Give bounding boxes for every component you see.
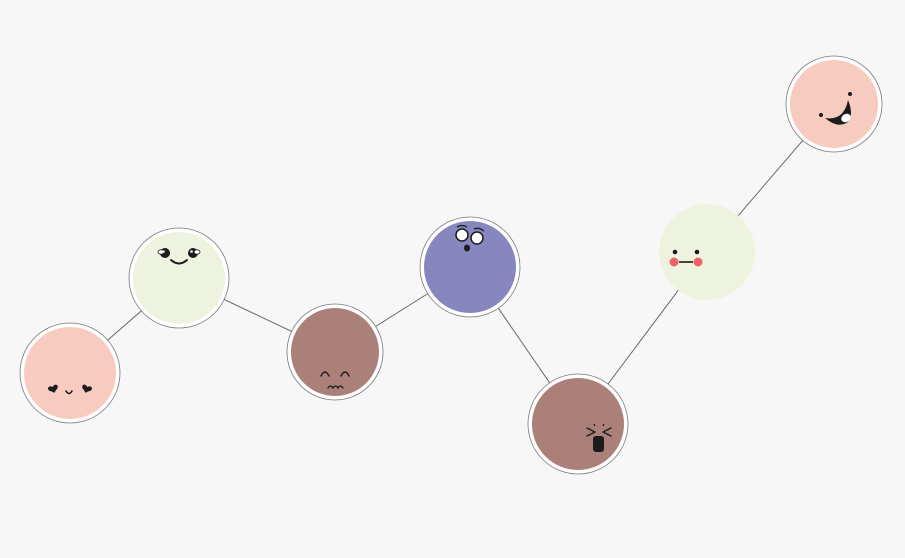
dot-eye: [848, 92, 852, 96]
laughing-face-icon: [819, 92, 852, 125]
node-face: [659, 204, 755, 300]
dot-eye: [694, 249, 700, 255]
heart-eye-icon: [48, 384, 58, 393]
emoji-node-sad[interactable]: [286, 303, 384, 401]
squint-eye: [320, 371, 330, 377]
heart-eye-icon: [82, 384, 92, 393]
dot-eye: [672, 249, 678, 255]
blushing-face-icon: [669, 249, 703, 267]
smile-mouth: [65, 390, 73, 395]
smile-mouth: [170, 259, 188, 265]
squint-eye: [340, 371, 350, 377]
squeezed-eye: [586, 427, 596, 437]
open-mouth: [464, 244, 470, 252]
node-face: [424, 221, 516, 313]
tear-line: [593, 423, 596, 427]
emoji-node-surprised[interactable]: [419, 216, 521, 318]
node-face: [532, 378, 624, 470]
blush-cheek: [669, 257, 679, 267]
emoji-nodes: [19, 55, 883, 475]
dot-eye: [819, 113, 823, 117]
emoji-node-smiling[interactable]: [128, 227, 230, 329]
eyebrow: [456, 224, 468, 228]
smiling-face-icon: [157, 248, 201, 265]
tongue: [841, 113, 851, 123]
eye-shine: [193, 249, 201, 255]
eye-glint: [190, 250, 193, 253]
emoji-node-blushing[interactable]: [659, 204, 755, 300]
eyebrow: [473, 227, 485, 232]
emoji-node-laughing[interactable]: [785, 55, 883, 153]
wide-eye: [470, 231, 484, 245]
wide-eye: [455, 228, 469, 242]
node-face: [133, 232, 225, 324]
crying-face-icon: [586, 423, 612, 452]
emoji-node-in-love[interactable]: [19, 322, 121, 424]
wavy-mouth: [327, 385, 344, 390]
surprised-face-icon: [455, 224, 485, 252]
wailing-mouth: [593, 436, 604, 452]
eye-glint: [162, 250, 165, 253]
in-love-face-icon: [48, 384, 92, 395]
sad-face-icon: [320, 371, 350, 390]
node-face: [24, 327, 116, 419]
tear-line: [602, 423, 605, 427]
node-face: [790, 60, 878, 148]
emoji-node-crying[interactable]: [527, 373, 629, 475]
blush-cheek: [693, 257, 703, 267]
node-face: [291, 308, 379, 396]
squeezed-eye: [602, 427, 612, 437]
